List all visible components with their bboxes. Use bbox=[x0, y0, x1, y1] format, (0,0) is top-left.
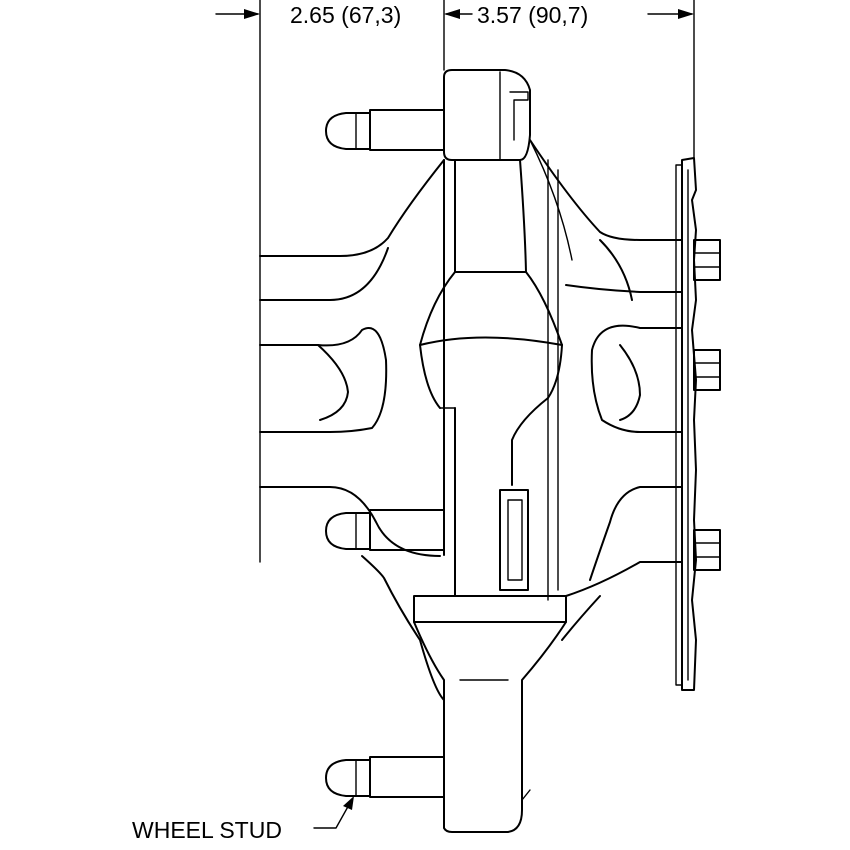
wheel-stud-middle bbox=[325, 509, 445, 551]
dimension-lines bbox=[215, 0, 695, 563]
hub-body-right bbox=[529, 139, 683, 641]
rotor-bolt-bottom bbox=[693, 529, 721, 571]
rotor-bolt-top bbox=[693, 239, 721, 281]
wheel-stud-callout-leader bbox=[313, 796, 354, 829]
wheel-stud-bottom bbox=[325, 756, 445, 798]
wheel-stud-label: WHEEL STUD bbox=[132, 817, 282, 843]
wheel-stud-top bbox=[325, 109, 445, 151]
brake-rotor bbox=[675, 157, 697, 691]
hub-center bbox=[413, 69, 573, 833]
rotor-bolt-middle bbox=[693, 349, 721, 391]
dimension-right-label: 3.57 (90,7) bbox=[477, 2, 588, 28]
hub-body-left bbox=[259, 159, 445, 701]
dimension-left-label: 2.65 (67,3) bbox=[290, 2, 401, 28]
